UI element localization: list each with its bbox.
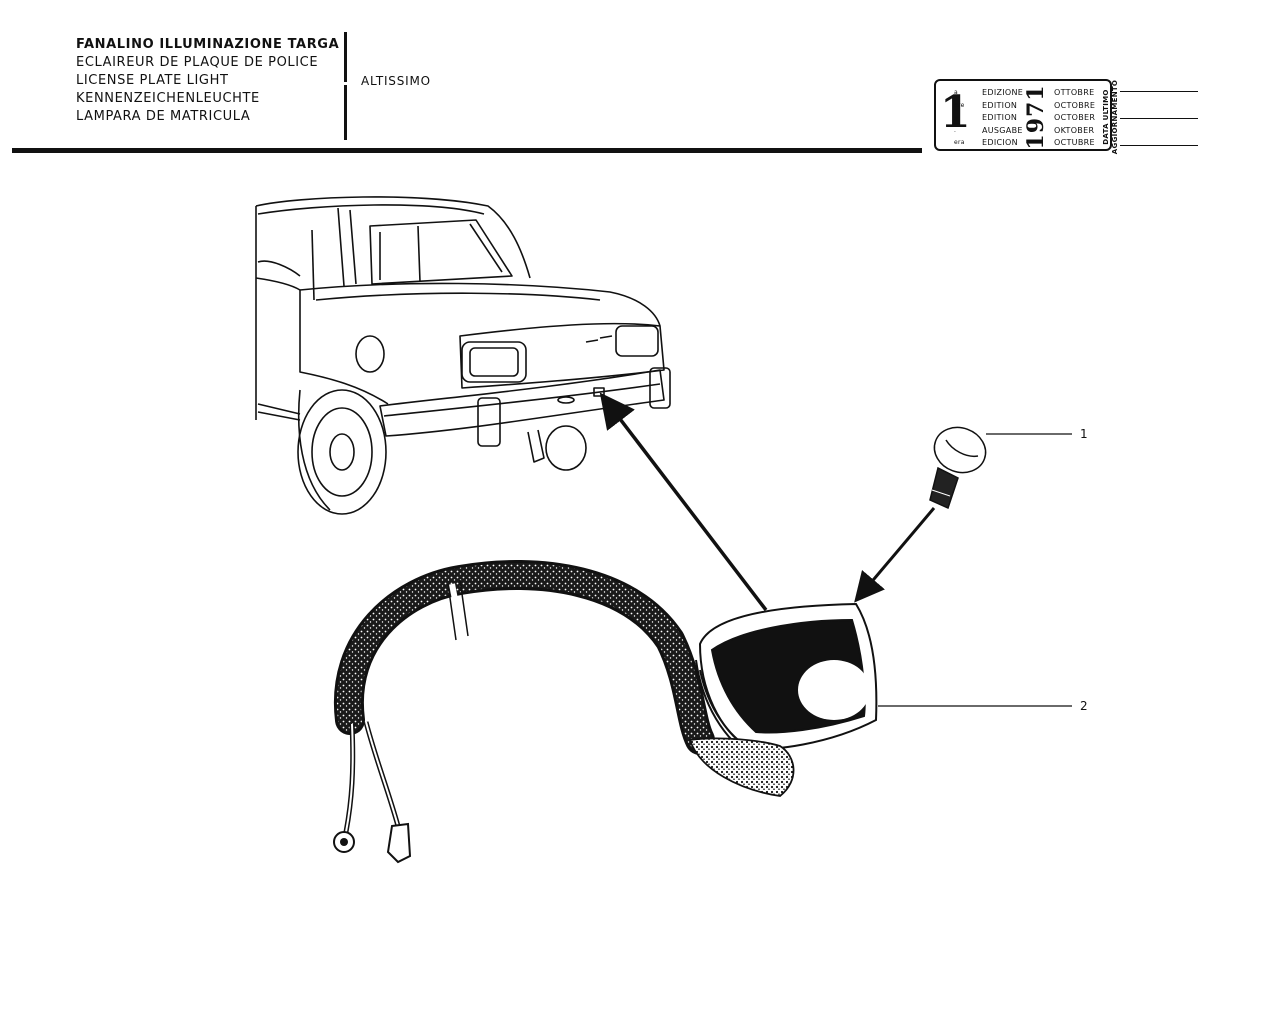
edition-number: 1 (940, 87, 971, 138)
edition-superscript: . (954, 127, 957, 134)
car-rear-illustration (255, 196, 671, 515)
cable-illustration (333, 560, 795, 864)
edition-month: OCTUBRE (1054, 138, 1095, 148)
title-german: KENNENZEICHENLEUCHTE (76, 91, 260, 106)
model-name: ALTISSIMO (361, 74, 431, 88)
edition-month: OCTOBRE (1054, 100, 1096, 110)
header-divider (344, 32, 347, 140)
edition-superscript: st (954, 115, 961, 122)
edition-word: EDICION (982, 138, 1018, 148)
bulb-illustration (929, 426, 987, 510)
title-french: ECLAIREUR DE PLAQUE DE POLICE (76, 55, 319, 70)
edition-months: OTTOBRE OCTOBRE OCTOBER OKTOBER OCTUBRE (1054, 87, 1095, 150)
edition-superscript: a (954, 89, 958, 96)
edition-word: EDIZIONE (982, 88, 1024, 97)
lamp-housing-illustration (695, 602, 878, 759)
arrow-to-car (599, 392, 768, 612)
title-english: LICENSE PLATE LIGHT (76, 73, 229, 88)
edition-word: AUSGABE (982, 125, 1023, 135)
title-italian: FANALINO ILLUMINAZIONE TARGA (76, 37, 340, 52)
edition-word: EDITION (982, 113, 1018, 123)
title-spanish: LAMPARA DE MATRICULA (76, 109, 251, 124)
edition-month: OKTOBER (1054, 125, 1095, 135)
edition-month: OTTOBRE (1054, 88, 1095, 97)
arrow-to-lamp (854, 507, 936, 603)
callout-1-number: 1 (1080, 427, 1088, 441)
edition-month: OCTOBER (1054, 113, 1096, 123)
edition-box: 1 a ere st . era EDIZIONE EDITION EDITIO… (934, 79, 1112, 151)
edition-words: EDIZIONE EDITION EDITION AUSGABE EDICION (982, 87, 1023, 150)
edition-superscript: ere (954, 102, 965, 109)
edition-word: EDITION (982, 100, 1018, 110)
edition-superscript: era (954, 139, 965, 146)
header-rule (12, 148, 922, 153)
callout-2-number: 2 (1080, 699, 1088, 713)
page-title-block: FANALINO ILLUMINAZIONE TARGA ECLAIREUR D… (76, 36, 339, 126)
